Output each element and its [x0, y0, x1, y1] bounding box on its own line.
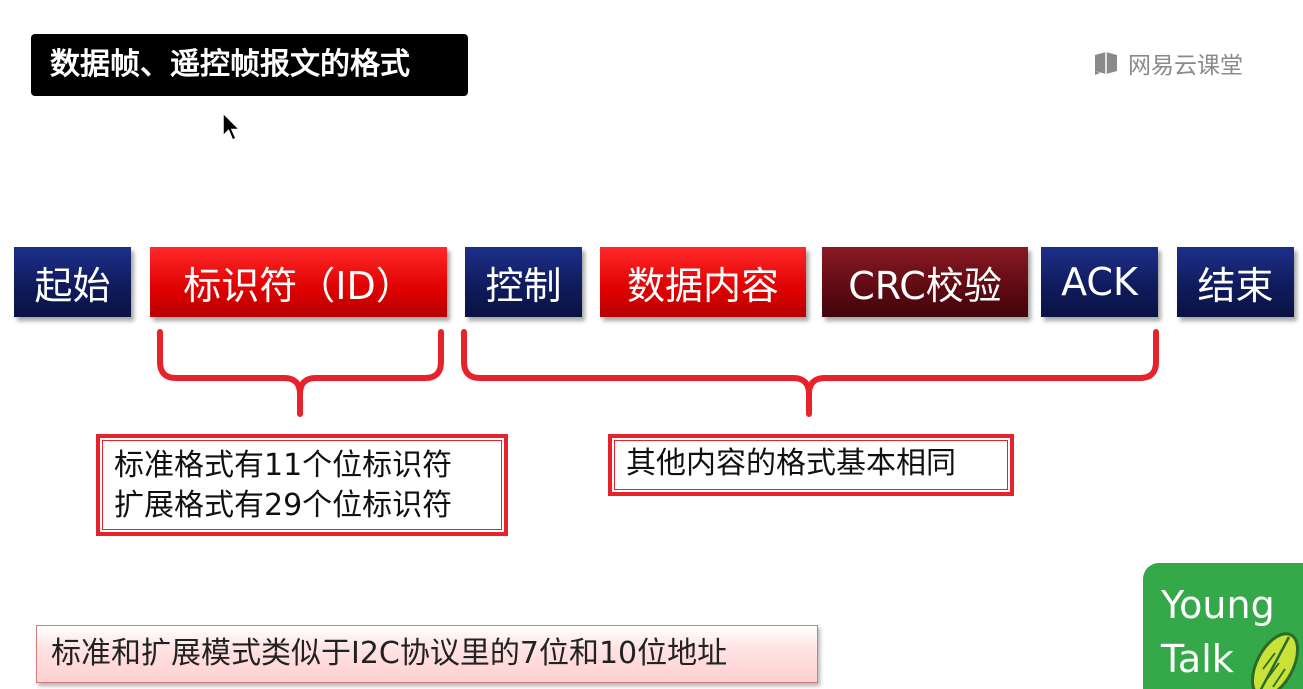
field-data: 数据内容	[600, 247, 806, 317]
brace-identifier	[157, 329, 444, 417]
field-ack-label: ACK	[1061, 260, 1138, 304]
field-identifier: 标识符（ID）	[150, 247, 447, 317]
field-control-label: 控制	[485, 263, 562, 308]
logo-line1: Young	[1161, 583, 1275, 627]
book-icon	[1095, 52, 1117, 75]
identifier-note-line1: 标准格式有11个位标识符	[114, 448, 453, 483]
slide-title: 数据帧、遥控帧报文的格式	[31, 34, 468, 96]
rest-note: 其他内容的格式基本相同	[608, 434, 1014, 496]
field-crc-label: CRC校验	[848, 263, 1002, 308]
field-data-label: 数据内容	[626, 263, 779, 308]
brand-name: 网易云课堂	[1128, 53, 1243, 79]
field-start-label: 起始	[34, 263, 111, 308]
leaf-icon	[1250, 632, 1300, 689]
field-end: 结束	[1177, 247, 1294, 317]
young-talk-logo: Young Talk	[1143, 563, 1303, 689]
field-identifier-label: 标识符（ID）	[183, 263, 414, 308]
field-start: 起始	[14, 247, 131, 317]
field-end-label: 结束	[1197, 263, 1274, 308]
logo-line2: Talk	[1161, 637, 1234, 681]
brand-logo: 网易云课堂	[1092, 47, 1243, 79]
rest-note-text: 其他内容的格式基本相同	[626, 446, 956, 481]
field-ack: ACK	[1041, 247, 1158, 317]
identifier-note: 标准格式有11个位标识符 扩展格式有29个位标识符	[96, 434, 508, 536]
mouse-cursor-icon	[222, 112, 242, 141]
identifier-note-line2: 扩展格式有29个位标识符	[114, 488, 453, 523]
brace-rest	[461, 329, 1159, 417]
field-crc: CRC校验	[822, 247, 1028, 317]
bottom-note: 标准和扩展模式类似于I2C协议里的7位和10位地址	[36, 625, 818, 683]
field-control: 控制	[465, 247, 582, 317]
